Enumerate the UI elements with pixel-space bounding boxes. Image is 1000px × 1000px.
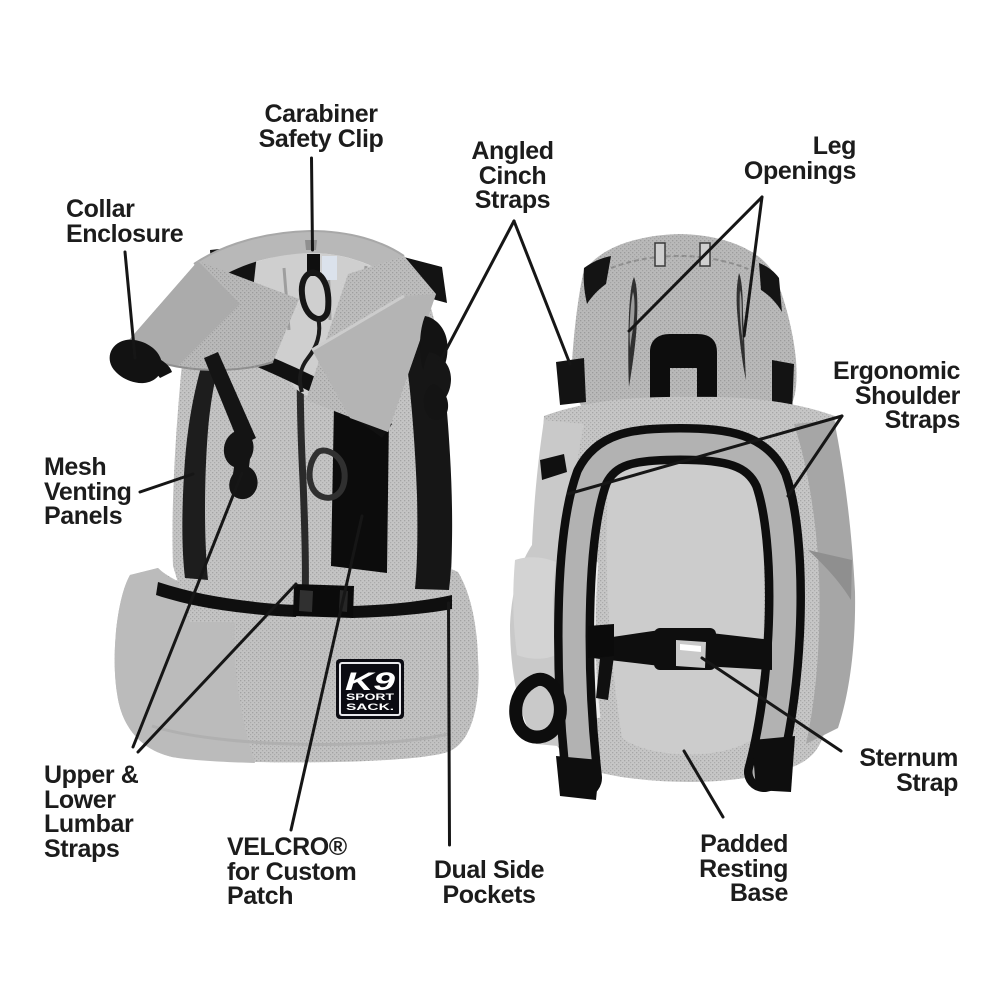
svg-text:SACK.: SACK. (346, 702, 394, 713)
svg-text:K9: K9 (345, 668, 395, 696)
svg-text:SPORT: SPORT (346, 692, 394, 703)
